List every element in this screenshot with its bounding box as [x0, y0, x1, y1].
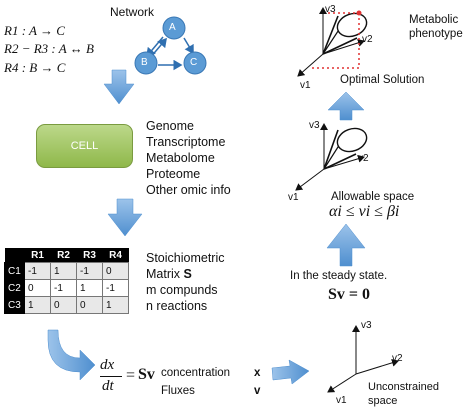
- fluxes-symbol: v: [254, 385, 261, 397]
- concentration-symbol: x: [254, 367, 261, 379]
- matrix-reactions: n reactions: [146, 299, 208, 313]
- concentration-label: concentration: [161, 367, 231, 379]
- table-header-cell: R1: [24, 248, 51, 263]
- cone-cap: [336, 127, 368, 153]
- table-cell: 0: [24, 279, 51, 297]
- cone-edge-upper: [322, 15, 339, 55]
- axis-v2: [322, 39, 365, 55]
- metabolic-phenotype-line1: Metabolic: [409, 14, 459, 26]
- table-row: C3 1 0 0 1: [4, 296, 129, 314]
- stoichiometric-matrix: R1 R2 R3 R4 C1 -1 1 -1 0 C2 0 -1 1 -1 C3…: [4, 248, 129, 314]
- equation-fraction-bar: [100, 376, 122, 377]
- reaction-r2-r3: R2 − R3 : A ↔ B: [4, 41, 94, 56]
- unconstrained-axis-v3: v3: [361, 320, 372, 331]
- table-row: C1 -1 1 -1 0: [4, 262, 129, 280]
- matrix-symbol: S: [183, 267, 192, 281]
- table-cell: -1: [76, 262, 103, 280]
- flow-arrow-network-to-cell: [103, 69, 135, 105]
- axis-v2: [323, 154, 365, 170]
- cell-box: CELL: [36, 124, 133, 168]
- table-cell: 1: [24, 296, 51, 314]
- row-header: C1: [4, 262, 25, 280]
- network-graph: [134, 16, 207, 75]
- network-edge-a-c: [183, 37, 194, 55]
- network-title: Network: [110, 5, 155, 19]
- flow-arrow-matrix-to-equation: [47, 329, 96, 381]
- cone-edge-lower: [322, 37, 358, 55]
- table-cell: 1: [102, 296, 129, 314]
- omic-other: Other omic info: [146, 183, 231, 197]
- table-header-cell: R2: [50, 248, 77, 263]
- matrix-compounds: m compunds: [146, 283, 218, 297]
- optimal-solution-diagram: [297, 7, 368, 77]
- matrix-title-line1: Stoichiometric: [146, 251, 225, 265]
- omic-transcriptome: Transcriptome: [146, 135, 226, 149]
- row-header: C3: [4, 296, 25, 314]
- optimal-axis-v1: v1: [300, 80, 311, 91]
- network-node-a-label: A: [169, 22, 176, 33]
- steady-state-label: In the steady state.: [290, 270, 388, 282]
- table-cell: 0: [102, 262, 129, 280]
- table-cell: -1: [50, 279, 77, 297]
- table-row: C2 0 -1 1 -1: [4, 279, 129, 297]
- allowable-axis-v3: v3: [309, 120, 320, 131]
- allowable-axis-v2: v2: [358, 153, 369, 164]
- table-cell: -1: [102, 279, 129, 297]
- reaction-r1: R1 : A → C: [4, 23, 65, 38]
- fluxes-label: Fluxes: [161, 385, 195, 397]
- flow-arrow-allowable-to-optimal: [327, 91, 365, 121]
- network-node-a: [162, 16, 186, 40]
- flow-arrow-unconstrained-to-steady: [326, 223, 366, 267]
- unconstrained-label-line2: space: [368, 395, 398, 407]
- network-node-c: [183, 51, 207, 75]
- omic-proteome: Proteome: [146, 167, 201, 181]
- axis-v1: [327, 373, 357, 393]
- optimal-solution-label: Optimal Solution: [340, 74, 425, 86]
- allowable-space-diagram: [295, 123, 368, 191]
- metabolic-phenotype-line2: phenotype: [409, 28, 463, 40]
- omic-metabolome: Metabolome: [146, 151, 215, 165]
- allowable-axis-v1: v1: [288, 192, 299, 203]
- table-header-cell: [4, 248, 25, 263]
- unconstrained-label-line1: Unconstrained: [368, 381, 439, 393]
- equation-denominator: dt: [102, 378, 114, 394]
- omic-genome: Genome: [146, 119, 194, 133]
- table-cell: 1: [50, 262, 77, 280]
- axis-v1: [295, 168, 325, 191]
- table-cell: 0: [76, 296, 103, 314]
- table-header-cell: R3: [76, 248, 103, 263]
- unconstrained-axis-v1: v1: [336, 395, 347, 406]
- table-cell: -1: [24, 262, 51, 280]
- network-node-b-label: B: [141, 57, 148, 68]
- matrix-title-line2: Matrix S: [146, 267, 192, 281]
- table-cell: 1: [76, 279, 103, 297]
- cone-edge-upper: [323, 129, 339, 170]
- network-node-b: [134, 51, 158, 75]
- optimal-point-marker: [356, 10, 362, 16]
- flow-arrow-cell-to-matrix: [107, 198, 143, 237]
- reaction-r4: R4 : B → C: [4, 60, 66, 75]
- flux-constraint: αi ≤ vi ≤ βi: [329, 203, 400, 220]
- unconstrained-axis-v2: v2: [392, 353, 403, 364]
- table-header-row: R1 R2 R3 R4: [4, 248, 129, 263]
- equation-numerator: dx: [100, 357, 115, 373]
- equation-rhs: Sv: [138, 366, 155, 383]
- allowable-space-label: Allowable space: [331, 191, 415, 203]
- table-header-cell: R4: [102, 248, 129, 263]
- network-node-c-label: C: [190, 57, 198, 68]
- steady-state-equation: Sv = 0: [328, 286, 371, 303]
- cone-edge-lower: [323, 153, 357, 170]
- optimal-axis-v3: v3: [325, 4, 336, 15]
- axis-v2: [355, 358, 399, 375]
- row-header: C2: [4, 279, 25, 297]
- table-cell: 0: [50, 296, 77, 314]
- axis-v1: [297, 53, 324, 77]
- equation-equals: =: [126, 367, 136, 384]
- flow-arrow-equation-to-space: [271, 359, 310, 385]
- optimal-axis-v2: v2: [362, 34, 373, 45]
- unconstrained-axes: [327, 325, 399, 393]
